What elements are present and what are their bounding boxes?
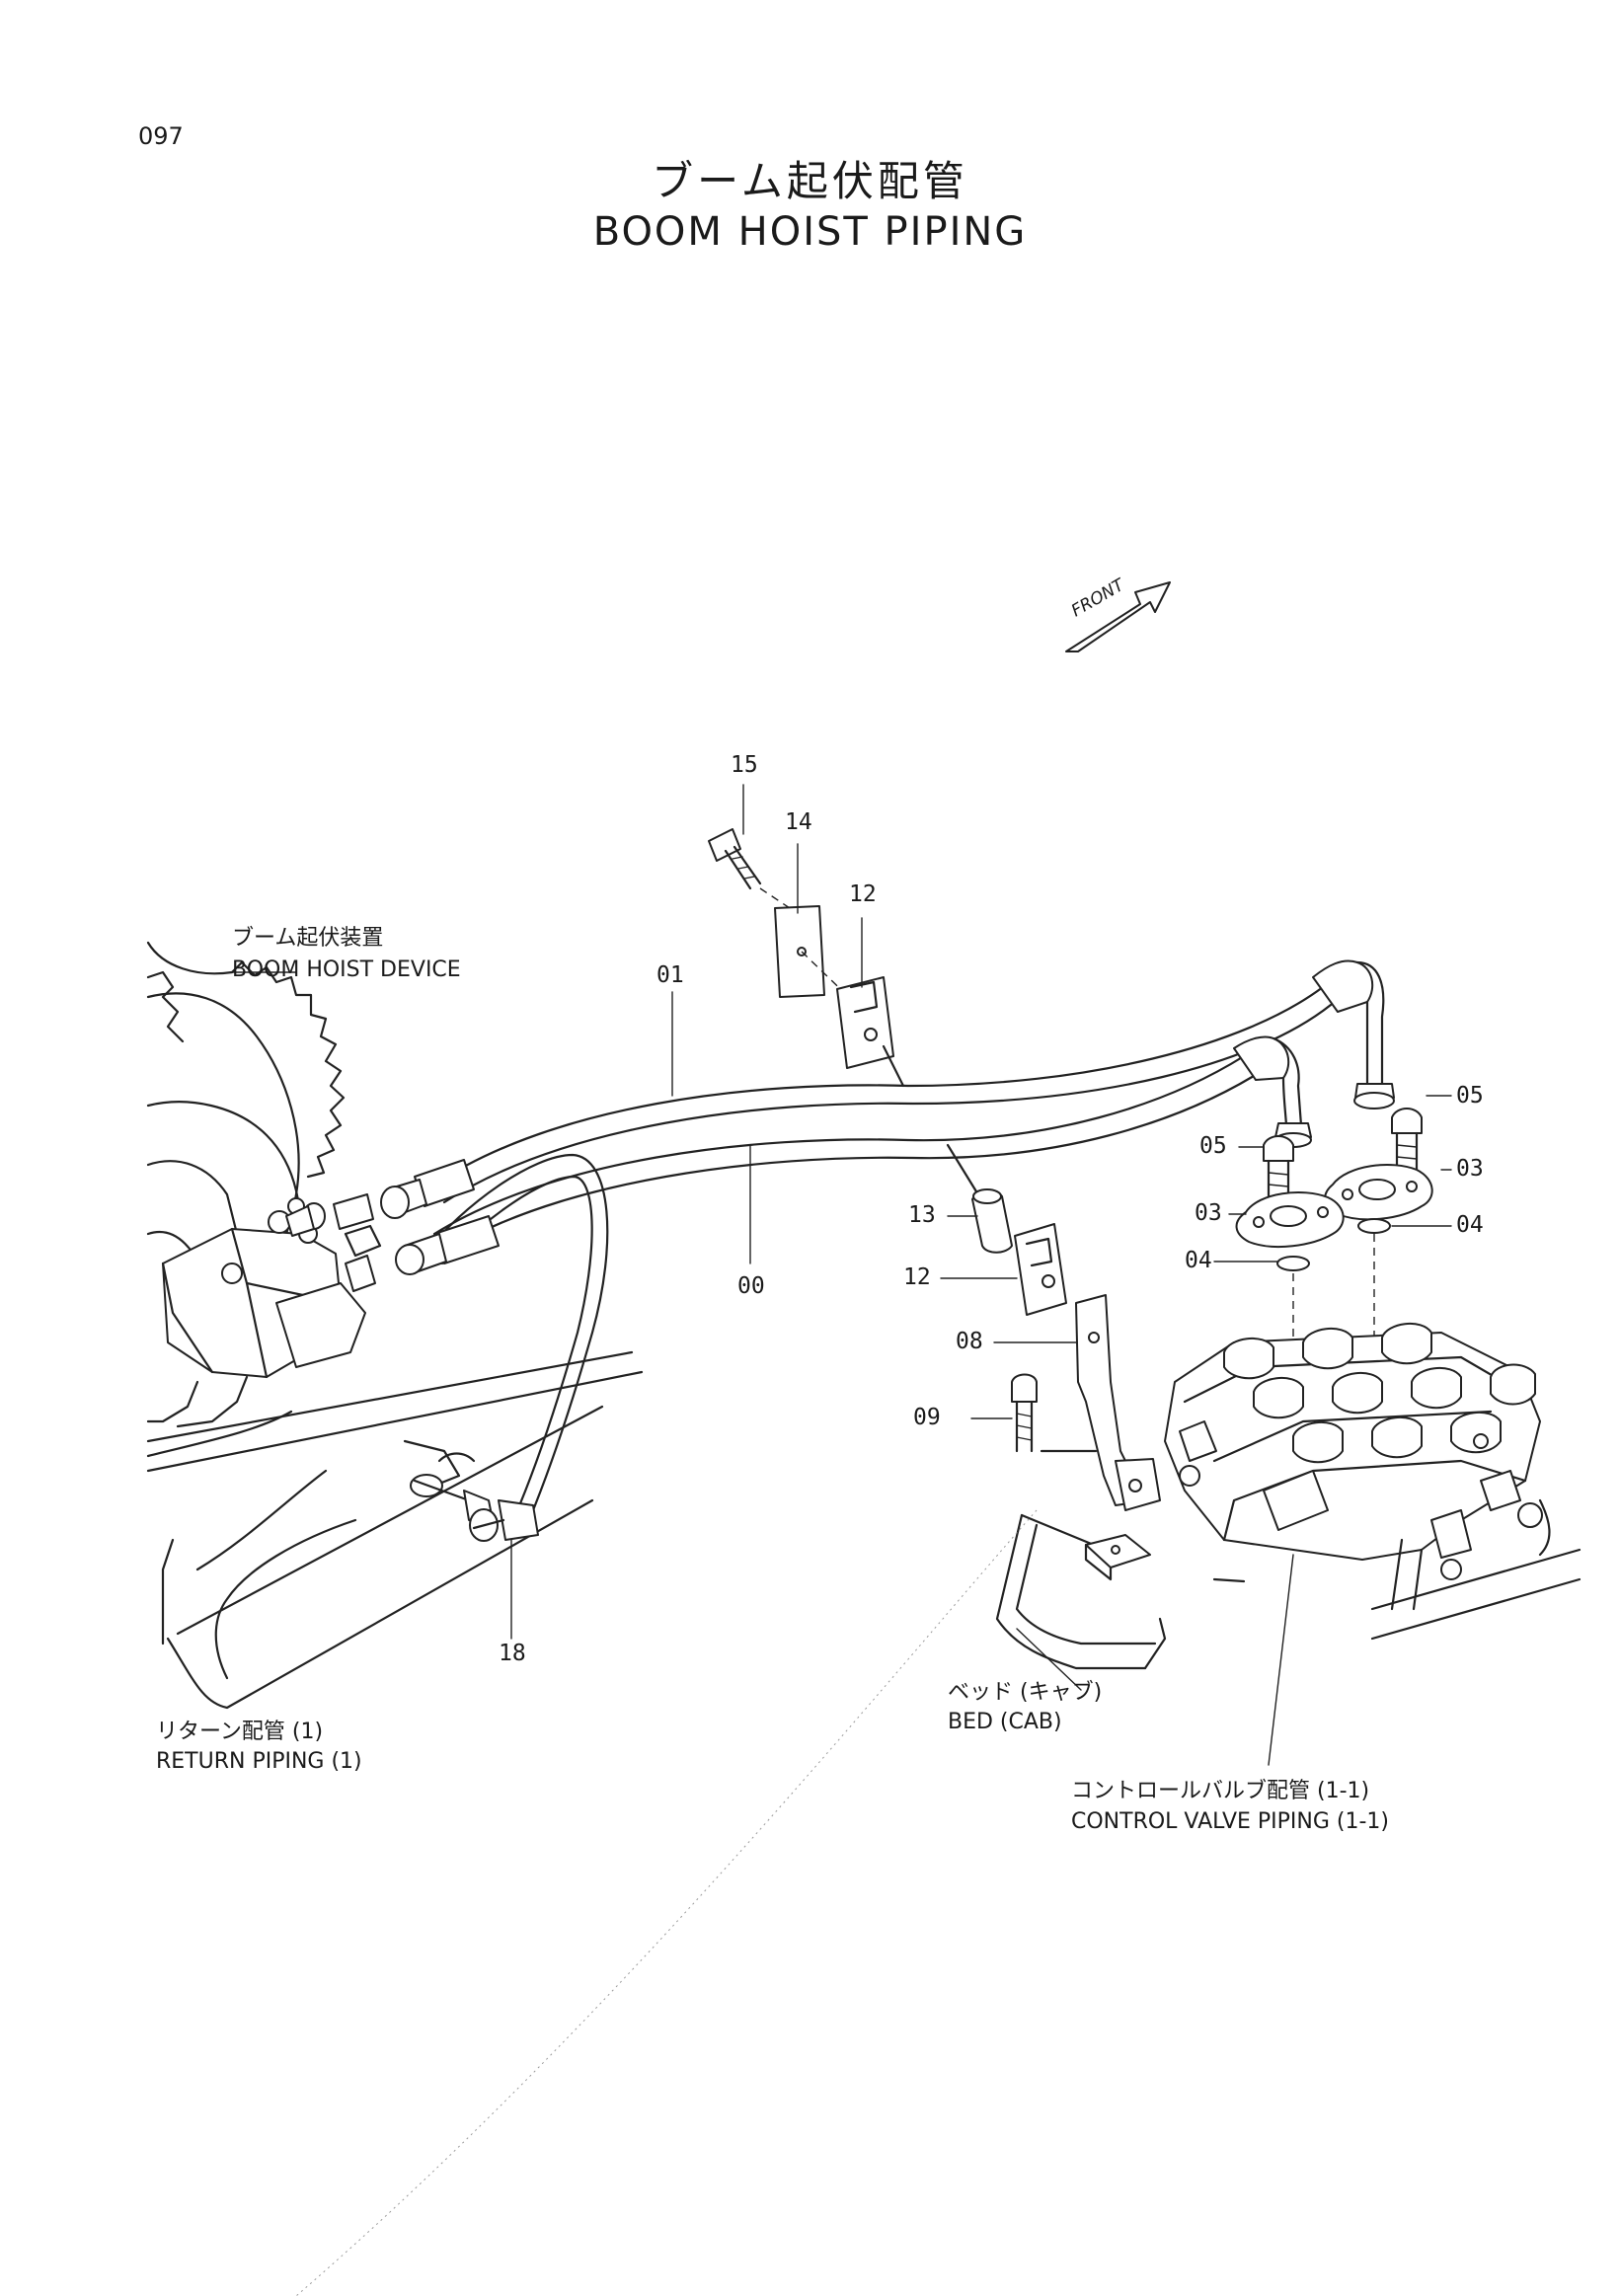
part-number-13: 13	[908, 1202, 936, 1228]
part-number-05-left: 05	[1199, 1133, 1227, 1159]
boom-hoist-device-label-en: BOOM HOIST DEVICE	[232, 957, 461, 982]
bed-cab-label-en: BED (CAB)	[948, 1710, 1062, 1734]
control-valve-drawing	[1164, 1322, 1581, 1641]
part-number-08: 08	[956, 1329, 983, 1354]
hose-00-drawing	[432, 1035, 1312, 1254]
part-number-03-left: 03	[1195, 1200, 1222, 1226]
part-number-12-top: 12	[849, 881, 877, 907]
clamp-assembly-drawing	[708, 828, 1067, 1316]
return-piping-label-en: RETURN PIPING (1)	[156, 1749, 362, 1774]
machine-deck-drawing	[146, 1350, 644, 1710]
part-number-09: 09	[913, 1405, 941, 1430]
hose-01-drawing	[432, 959, 1395, 1204]
part-number-00: 00	[737, 1273, 765, 1299]
flange-parts-drawing	[1235, 1108, 1433, 1372]
part-number-12-bottom: 12	[903, 1264, 931, 1290]
part-number-03-right: 03	[1456, 1156, 1484, 1182]
boom-hoist-device-drawing	[146, 941, 382, 1458]
leader-lines	[231, 784, 1452, 1766]
control-valve-piping-label-en: CONTROL VALVE PIPING (1-1)	[1071, 1809, 1390, 1834]
part-number-04-left: 04	[1185, 1248, 1212, 1273]
boom-hoist-device-label-jp: ブーム起伏装置	[232, 926, 384, 951]
part-number-01: 01	[656, 962, 684, 988]
bolt-09-drawing	[1011, 1373, 1038, 1453]
part-number-14: 14	[785, 809, 812, 835]
front-arrow-icon	[1065, 581, 1171, 652]
bed-cab-frame-drawing	[995, 1513, 1246, 1670]
part-number-04-right: 04	[1456, 1212, 1484, 1238]
return-piping-label-jp: リターン配管 (1)	[156, 1720, 324, 1744]
control-valve-piping-label-jp: コントロールバルブ配管 (1-1)	[1071, 1779, 1370, 1803]
return-hose-18-drawing	[423, 1153, 609, 1542]
part-number-18: 18	[499, 1641, 526, 1666]
part-number-05-right: 05	[1456, 1083, 1484, 1109]
bracket-08-drawing	[1040, 1294, 1161, 1511]
page-number: 097	[138, 122, 184, 150]
page-title-en: BOOM HOIST PIPING	[592, 209, 1028, 255]
motor-fittings-drawing	[285, 1159, 500, 1275]
bed-cab-label-jp: ベッド (キャブ)	[948, 1680, 1103, 1705]
page-title-jp: ブーム起伏配管	[652, 157, 968, 205]
part-number-15: 15	[731, 752, 758, 778]
